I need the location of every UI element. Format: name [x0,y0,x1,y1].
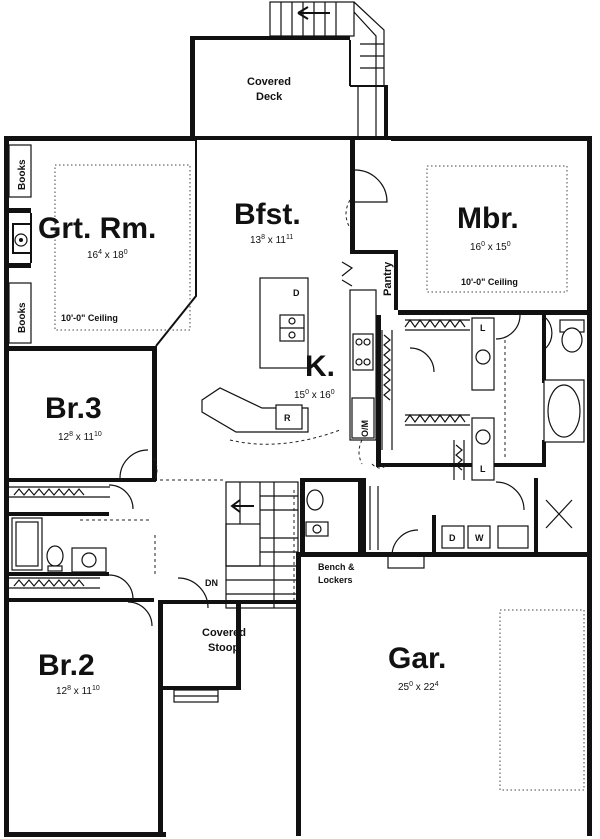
covered-deck [190,36,388,136]
bedroom-2: Br.2 128 x 1110 [38,601,153,697]
master-bedroom: Mbr. 160 x 150 10'-0" Ceiling [398,165,592,340]
dishwasher-label: D [293,288,300,298]
great-room-dimensions: 164 x 180 [87,249,128,261]
deck-label-line2: Deck [256,91,283,103]
deck-label-line1: Covered [247,76,291,88]
garage: Gar. 250 x 224 [388,609,585,791]
bedroom3-name: Br.3 [45,392,102,425]
master-name: Mbr. [457,202,519,235]
great-room: Books Books Grt. Rm. 164 x 180 10'-0" Ce… [4,140,197,351]
bedroom3-dimensions: 128 x 1110 [58,431,102,443]
breakfast-dimensions: 138 x 1111 [250,234,293,246]
hall-bath [4,484,156,602]
kitchen: D O/M R K. 150 x 160 [201,277,377,445]
refrigerator-label: R [284,413,291,423]
kitchen-dimensions: 150 x 160 [294,389,335,401]
stoop-label-line1: Covered [202,627,246,639]
stoop-label-line2: Stoop [208,642,239,654]
master-ceiling: 10'-0" Ceiling [461,277,518,287]
washer-label: W [475,533,484,543]
master-bath: L L [376,315,585,481]
bedroom-3: Br.3 128 x 1110 [4,346,157,482]
deck-stairs [269,1,385,86]
breakfast-area: Bfst. 138 x 1111 [234,198,301,246]
books-label-top: Books [17,159,28,190]
mudroom: Bench & Lockers [318,478,425,585]
bedroom2-name: Br.2 [38,649,95,682]
breakfast-name: Bfst. [234,198,301,231]
garage-name: Gar. [388,642,446,675]
stairs-down-label: DN [205,578,218,588]
dryer-label: D [449,533,456,543]
oven-microwave-label: O/M [360,420,370,437]
great-room-name: Grt. Rm. [38,212,156,245]
pantry: Pantry [341,140,398,310]
pantry-label: Pantry [382,261,394,296]
books-label-bottom: Books [17,302,28,333]
kitchen-name: K. [305,350,335,383]
master-dimensions: 160 x 150 [470,241,511,253]
bench-label-line1: Bench & [318,562,355,572]
bench-label-line2: Lockers [318,575,353,585]
covered-stoop: Covered Stoop [158,600,298,703]
linen-label-2: L [480,464,486,474]
linen-label-1: L [480,323,486,333]
exterior-walls [4,136,592,837]
laundry: D W [432,478,573,556]
bedroom2-dimensions: 128 x 1110 [56,685,100,697]
great-room-ceiling: 10'-0" Ceiling [61,313,118,323]
garage-dimensions: 250 x 224 [398,681,439,693]
stairs: DN [160,479,299,609]
powder-room [300,478,362,556]
